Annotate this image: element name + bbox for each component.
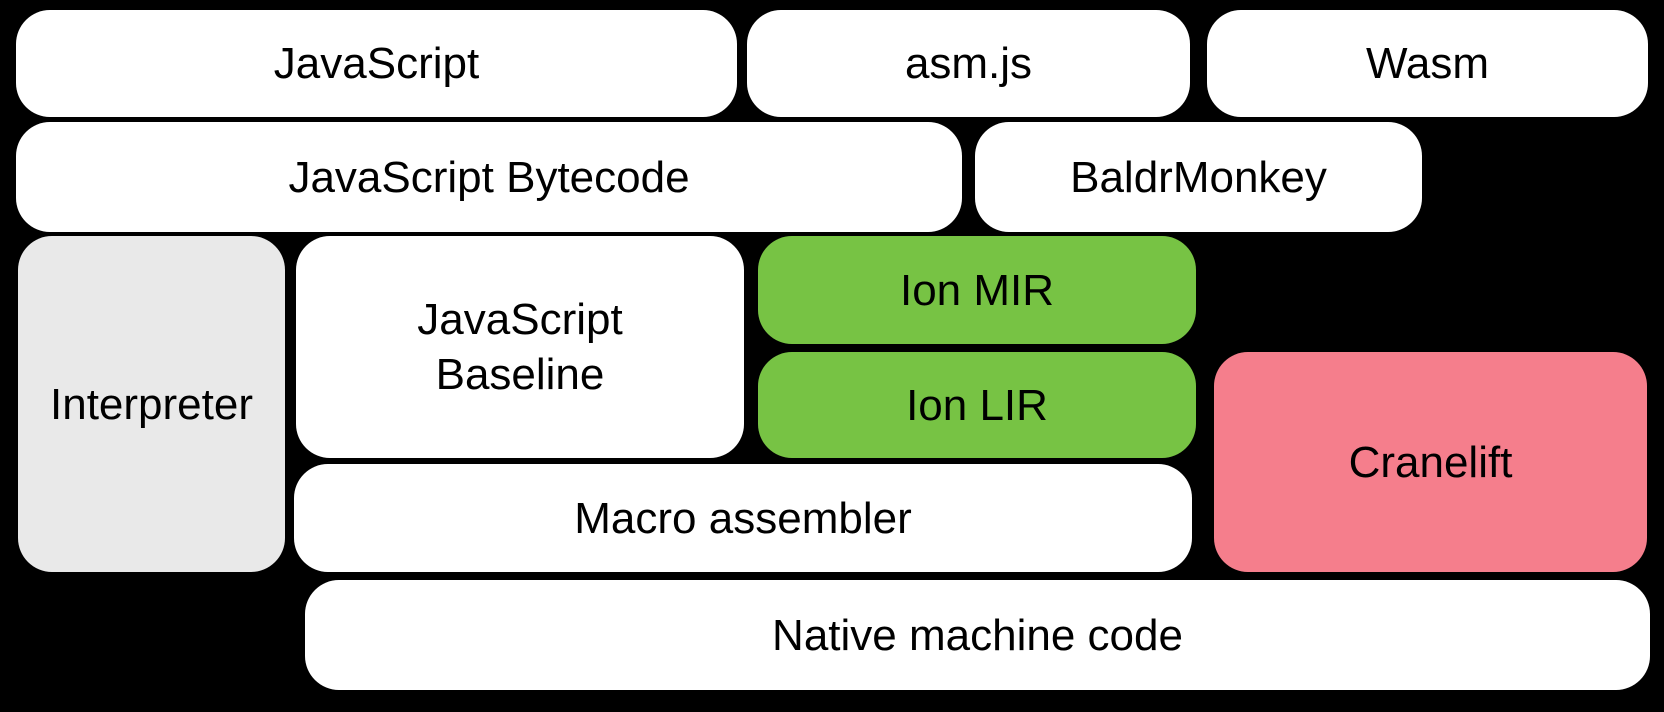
box-native-machine-code: Native machine code bbox=[305, 580, 1650, 690]
box-interpreter: Interpreter bbox=[18, 236, 285, 572]
box-javascript-baseline-label: JavaScript Baseline bbox=[417, 295, 623, 399]
box-wasm: Wasm bbox=[1207, 10, 1648, 117]
box-macro-assembler-label: Macro assembler bbox=[574, 493, 912, 543]
box-javascript-bytecode-label: JavaScript Bytecode bbox=[288, 152, 690, 202]
box-asmjs: asm.js bbox=[747, 10, 1190, 117]
box-asmjs-label: asm.js bbox=[904, 39, 1033, 88]
box-ion-mir: Ion MIR bbox=[758, 236, 1196, 344]
box-baldrmonkey: BaldrMonkey bbox=[975, 122, 1422, 232]
box-javascript-label: JavaScript bbox=[273, 39, 480, 88]
box-javascript: JavaScript bbox=[16, 10, 737, 117]
box-cranelift-label: Cranelift bbox=[1348, 437, 1513, 487]
box-baldrmonkey-label: BaldrMonkey bbox=[1070, 152, 1327, 202]
box-javascript-baseline: JavaScript Baseline bbox=[296, 236, 744, 458]
box-ion-lir-label: Ion LIR bbox=[906, 380, 1048, 430]
box-ion-mir-label: Ion MIR bbox=[899, 265, 1055, 315]
box-native-machine-code-label: Native machine code bbox=[772, 610, 1183, 660]
box-cranelift: Cranelift bbox=[1214, 352, 1647, 572]
box-macro-assembler: Macro assembler bbox=[294, 464, 1192, 572]
box-wasm-label: Wasm bbox=[1365, 39, 1490, 88]
box-ion-lir: Ion LIR bbox=[758, 352, 1196, 458]
box-javascript-bytecode: JavaScript Bytecode bbox=[16, 122, 962, 232]
box-interpreter-label: Interpreter bbox=[50, 379, 253, 429]
